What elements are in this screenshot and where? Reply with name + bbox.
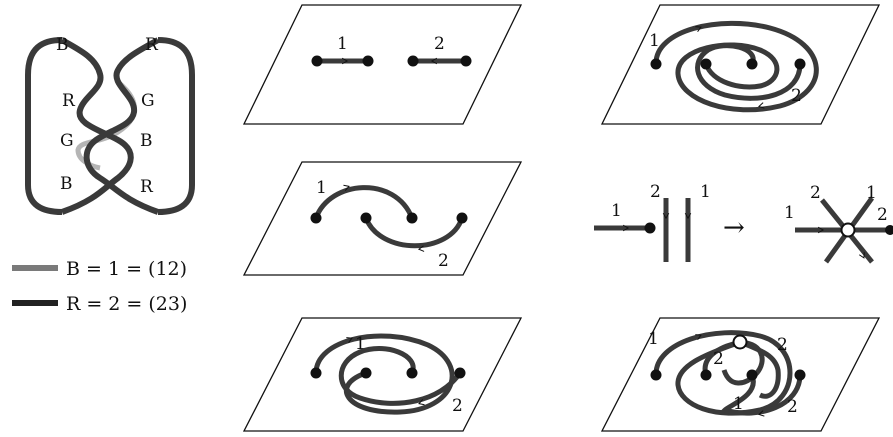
panel-3: 1 2 xyxy=(242,317,523,432)
braid-label-right-bottom: R xyxy=(140,177,154,197)
panel-6-label-2c: 2 xyxy=(787,397,798,417)
panel-4: 1 2 xyxy=(600,4,881,125)
panel-4-plane xyxy=(600,4,881,125)
panel-2-strand-1 xyxy=(313,185,415,220)
panel-6-strand-3 xyxy=(739,339,781,399)
panel-2-node-b xyxy=(406,212,418,224)
panel-1-node-b xyxy=(362,55,374,67)
panel-6-strand-1 xyxy=(653,330,793,416)
panel-6-label-1b: 1 xyxy=(733,394,744,414)
braid-label-right-top: R xyxy=(145,35,159,55)
panel-3-node-a xyxy=(310,367,322,379)
braid-label-left-top: B xyxy=(56,35,69,55)
panel-6: 1 2 2 1 2 xyxy=(600,317,881,432)
panel-6-label-1a: 1 xyxy=(648,329,659,349)
panel-6-label-2a: 2 xyxy=(713,349,724,369)
panel-2-node-a xyxy=(310,212,322,224)
panel-5-out-label-1b: 1 xyxy=(866,183,877,203)
panel-4-label-1: 1 xyxy=(649,31,660,51)
panel-1-node-a xyxy=(311,55,323,67)
panel-2-label-1: 1 xyxy=(316,178,327,198)
braid-label-left-3: G xyxy=(60,131,74,151)
braid-label-right-2: G xyxy=(141,91,155,111)
panel-3-node-d xyxy=(454,367,466,379)
panel-2-node-d xyxy=(456,212,468,224)
panel-3-label-1: 1 xyxy=(355,334,366,354)
panel-5: 1 2 1 → 1 2 1 2 xyxy=(594,182,893,264)
panel-6-label-2b: 2 xyxy=(777,335,788,355)
panel-5-label-2: 2 xyxy=(650,182,661,202)
panel-5-out-vertex xyxy=(840,222,856,238)
braid-label-right-3: B xyxy=(140,131,153,151)
braid-label-left-bottom: B xyxy=(60,174,73,194)
panel-4-node-c xyxy=(746,58,758,70)
braid-strand-dark-b xyxy=(83,37,160,215)
braid-left-loop xyxy=(25,37,63,215)
panel-4-strand-1 xyxy=(653,20,819,113)
panel-2-strand-2 xyxy=(363,216,465,249)
panel-1-node-c xyxy=(407,55,419,67)
panel-6-strand-4 xyxy=(720,374,803,416)
panel-3-label-2: 2 xyxy=(452,396,463,416)
panel-2-plane xyxy=(242,161,523,276)
transform-arrow: → xyxy=(723,213,745,243)
panel-5-node-in xyxy=(644,222,656,234)
panel-5-label-1: 1 xyxy=(700,182,711,202)
braid-label-left-2: R xyxy=(62,91,76,111)
panel-2: 1 2 xyxy=(242,161,523,276)
panel-2-node-c xyxy=(360,212,372,224)
panel-5-out-label-2b: 2 xyxy=(877,205,888,225)
panel-1-plane xyxy=(242,4,523,125)
panel-5-out-node-right xyxy=(885,225,893,235)
panel-1-label-1: 1 xyxy=(337,34,348,54)
panel-5-out-label-2: 2 xyxy=(810,183,821,203)
panel-1-node-d xyxy=(460,55,472,67)
panel-5-out-label-1: 1 xyxy=(784,203,795,223)
panel-4-node-b xyxy=(700,58,712,70)
panel-4-node-d xyxy=(794,58,806,70)
panel-3-node-b xyxy=(360,367,372,379)
panel-4-node-a xyxy=(650,58,662,70)
panel-5-label-in: 1 xyxy=(611,201,622,221)
panel-6-node-a xyxy=(650,369,662,381)
panel-6-node-c xyxy=(746,369,758,381)
legend-row-1: B = 1 = (12) xyxy=(66,258,187,280)
panel-6-node-b xyxy=(700,369,712,381)
legend-row-2: R = 2 = (23) xyxy=(66,293,187,315)
panel-4-strand-2 xyxy=(695,43,803,101)
braid-right-loop xyxy=(157,37,195,215)
panel-6-vertex xyxy=(732,334,748,350)
panel-1: 1 2 xyxy=(242,4,523,125)
panel-3-node-c xyxy=(406,367,418,379)
panel-6-node-d xyxy=(794,369,806,381)
panel-2-label-2: 2 xyxy=(438,251,449,271)
panel-4-label-2: 2 xyxy=(791,86,802,106)
panel-3-plane xyxy=(242,317,523,432)
braid-diagram: B R R G G B B R xyxy=(25,35,195,215)
panel-1-label-2: 2 xyxy=(434,34,445,54)
legend: B = 1 = (12) R = 2 = (23) xyxy=(12,258,187,315)
